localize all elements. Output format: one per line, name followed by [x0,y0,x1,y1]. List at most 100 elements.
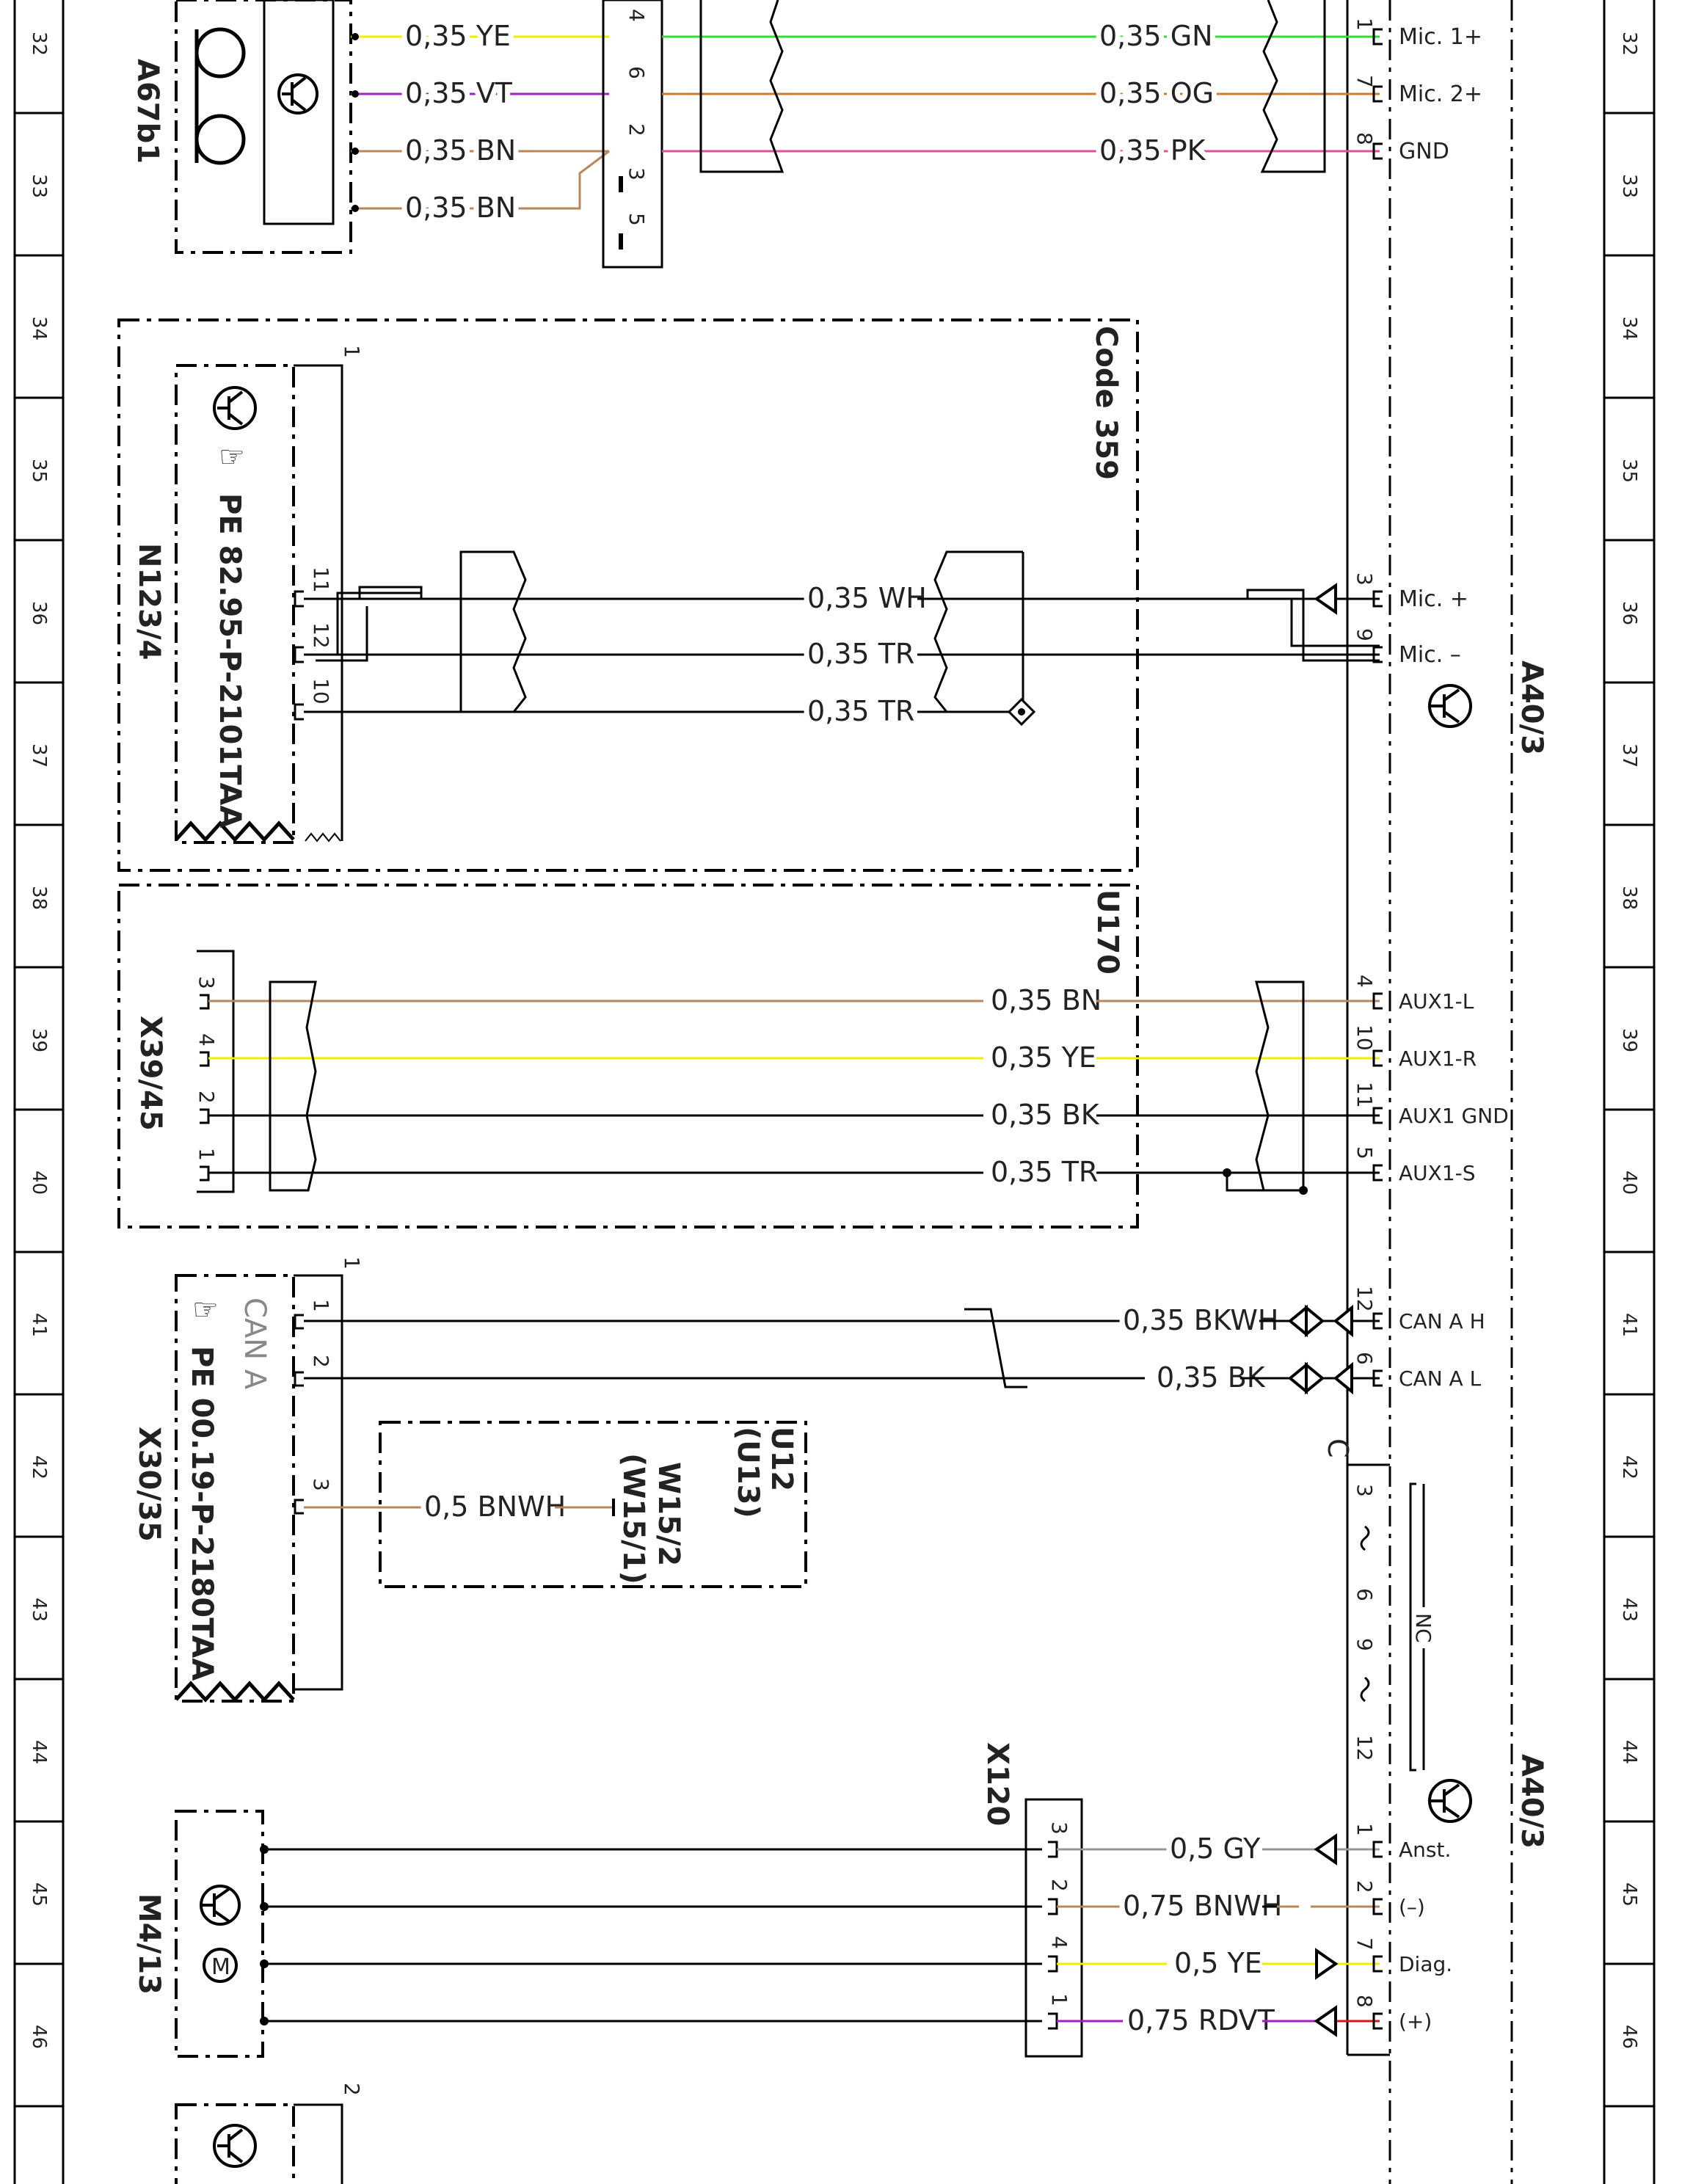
row-label: 37 [28,743,50,768]
row-label: 37 [1618,743,1640,768]
row-label: 45 [1618,1882,1640,1907]
n123-box [175,364,295,844]
pin-number: 1 [1047,1993,1071,2006]
pin-number: 3 [1047,1821,1071,1835]
x30-label: X30/35 [132,1427,166,1542]
can-bus-label: CAN A [238,1297,272,1390]
pin-number: 10 [1352,1024,1377,1051]
pin-number: 3 [1352,572,1377,586]
w15-ref: W15/2 [652,1462,685,1566]
wire-label: 0,35 BN [405,134,516,167]
wire-label: 0,5 BNWH [424,1490,566,1523]
microphone-icon [194,27,246,165]
signal-label: (+) [1399,2009,1432,2034]
wire-label: 0,5 GY [1170,1832,1261,1865]
row-label: 35 [1618,459,1640,483]
shield-break [933,550,1024,713]
wire-label: 0,35 PK [1099,134,1206,167]
pin-number: 6 [625,66,649,79]
pin-number: 8 [1352,1995,1377,2008]
a40-label: A40/3 [1515,660,1548,755]
transistor-icon [213,386,257,430]
a67b1-label: A67b1 [131,59,164,164]
wire-label: 0,35 TR [991,1156,1098,1188]
row-label: 42 [28,1455,50,1479]
wire-label: 0,35 VT [405,77,513,109]
pin-number: 4 [1047,1936,1071,1949]
can-section: 1 ☞ CAN A PE 00.19-P-2180TAA X30/35 1 2 … [132,1256,1485,1703]
u170-box [117,884,1139,1228]
pin-number: 4 [625,9,649,22]
signal-label: CAN A H [1399,1309,1485,1333]
u170-title: U170 [1091,889,1124,975]
signal-label: Mic. 1+ [1399,24,1482,50]
row-label: 39 [1618,1028,1640,1052]
wire-label: 0,35 BN [991,984,1102,1016]
code359-box [117,318,1139,872]
signal-label: Anst. [1399,1838,1451,1862]
pin-number: 11 [1352,1082,1377,1108]
pin-number: 4 [194,1033,219,1046]
pin-number: 2 [1352,1880,1377,1893]
row-label: 40 [1618,1171,1640,1195]
shield-break [269,980,317,1192]
row-label: 43 [28,1598,50,1622]
row-label: 42 [1618,1455,1640,1479]
row-label: 44 [1618,1740,1640,1764]
pin-number: 7 [1352,75,1377,88]
wire-label: 0,35 YE [405,20,511,52]
pin-number: 9 [1352,628,1377,641]
shield-break [699,0,784,173]
nc-section: C 3 6 9 12 NC [1322,1438,1435,1772]
wire-label: 0,35 BKWH [1123,1304,1278,1336]
u12-title: U12 [765,1427,798,1491]
wire-label: 0,75 RDVT [1127,2004,1275,2036]
signal-label: Mic. – [1399,642,1461,668]
partial-section: 2 [175,2083,364,2184]
row-label: 45 [28,1882,50,1907]
x120-connector [1024,1798,1083,2058]
wire-label: 0,35 BK [991,1099,1100,1131]
a67b1-box [175,0,352,254]
row-label: 38 [1618,886,1640,910]
pin-number: 1 [194,1148,219,1161]
pe-ref: PE 82.95-P-2101TAA [213,493,247,828]
row-label: 41 [28,1313,50,1337]
wire-label: 0,35 GN [1099,20,1213,52]
pin-number: 9 [1352,1638,1377,1651]
signal-label: AUX1-R [1399,1046,1477,1071]
transistor-icon [1428,684,1472,728]
hand-pointer-icon: ☞ [219,440,245,474]
signal-label: Mic. + [1399,586,1468,612]
wire-label: 0,35 OG [1099,77,1214,109]
row-label: 34 [1618,316,1640,341]
wire-label: 0,35 BN [405,192,516,224]
wire-label: 0,35 YE [991,1041,1096,1074]
nc-label: NC [1411,1613,1435,1643]
bottom-section: M M4/13 X120 3 2 4 1 0,5 GY 0,75 BNWH 0,… [132,1742,1548,2058]
row-label: 44 [28,1740,50,1764]
pin-number: 11 [309,567,333,593]
pin-number: 1 [309,1299,333,1312]
transistor-icon [277,73,318,114]
wire-label: 0,35 WH [807,582,927,614]
row-label: 32 [28,32,50,56]
transistor-icon [200,1885,241,1926]
n123-label: N123/4 [132,543,166,660]
x39-label: X39/45 [134,1016,167,1131]
code359-section: Code 359 1 ☞ PE 82.95-P-2101TAA N123/4 1… [117,318,1548,872]
pin-number: 10 [309,678,333,705]
row-label: 46 [28,2025,50,2049]
shield-break [1255,980,1305,1192]
pin-number: 3 [625,167,649,181]
pe-ref: PE 00.19-P-2180TAA [185,1346,219,1681]
signal-label: AUX1-S [1399,1161,1476,1185]
shield-break [1260,0,1326,173]
signal-label: GND [1399,139,1449,164]
pin-number: 12 [1352,1286,1377,1312]
signal-label: AUX1 GND [1399,1104,1509,1128]
signal-label: Mic. 2+ [1399,81,1482,107]
signal-label: (–) [1399,1895,1425,1919]
